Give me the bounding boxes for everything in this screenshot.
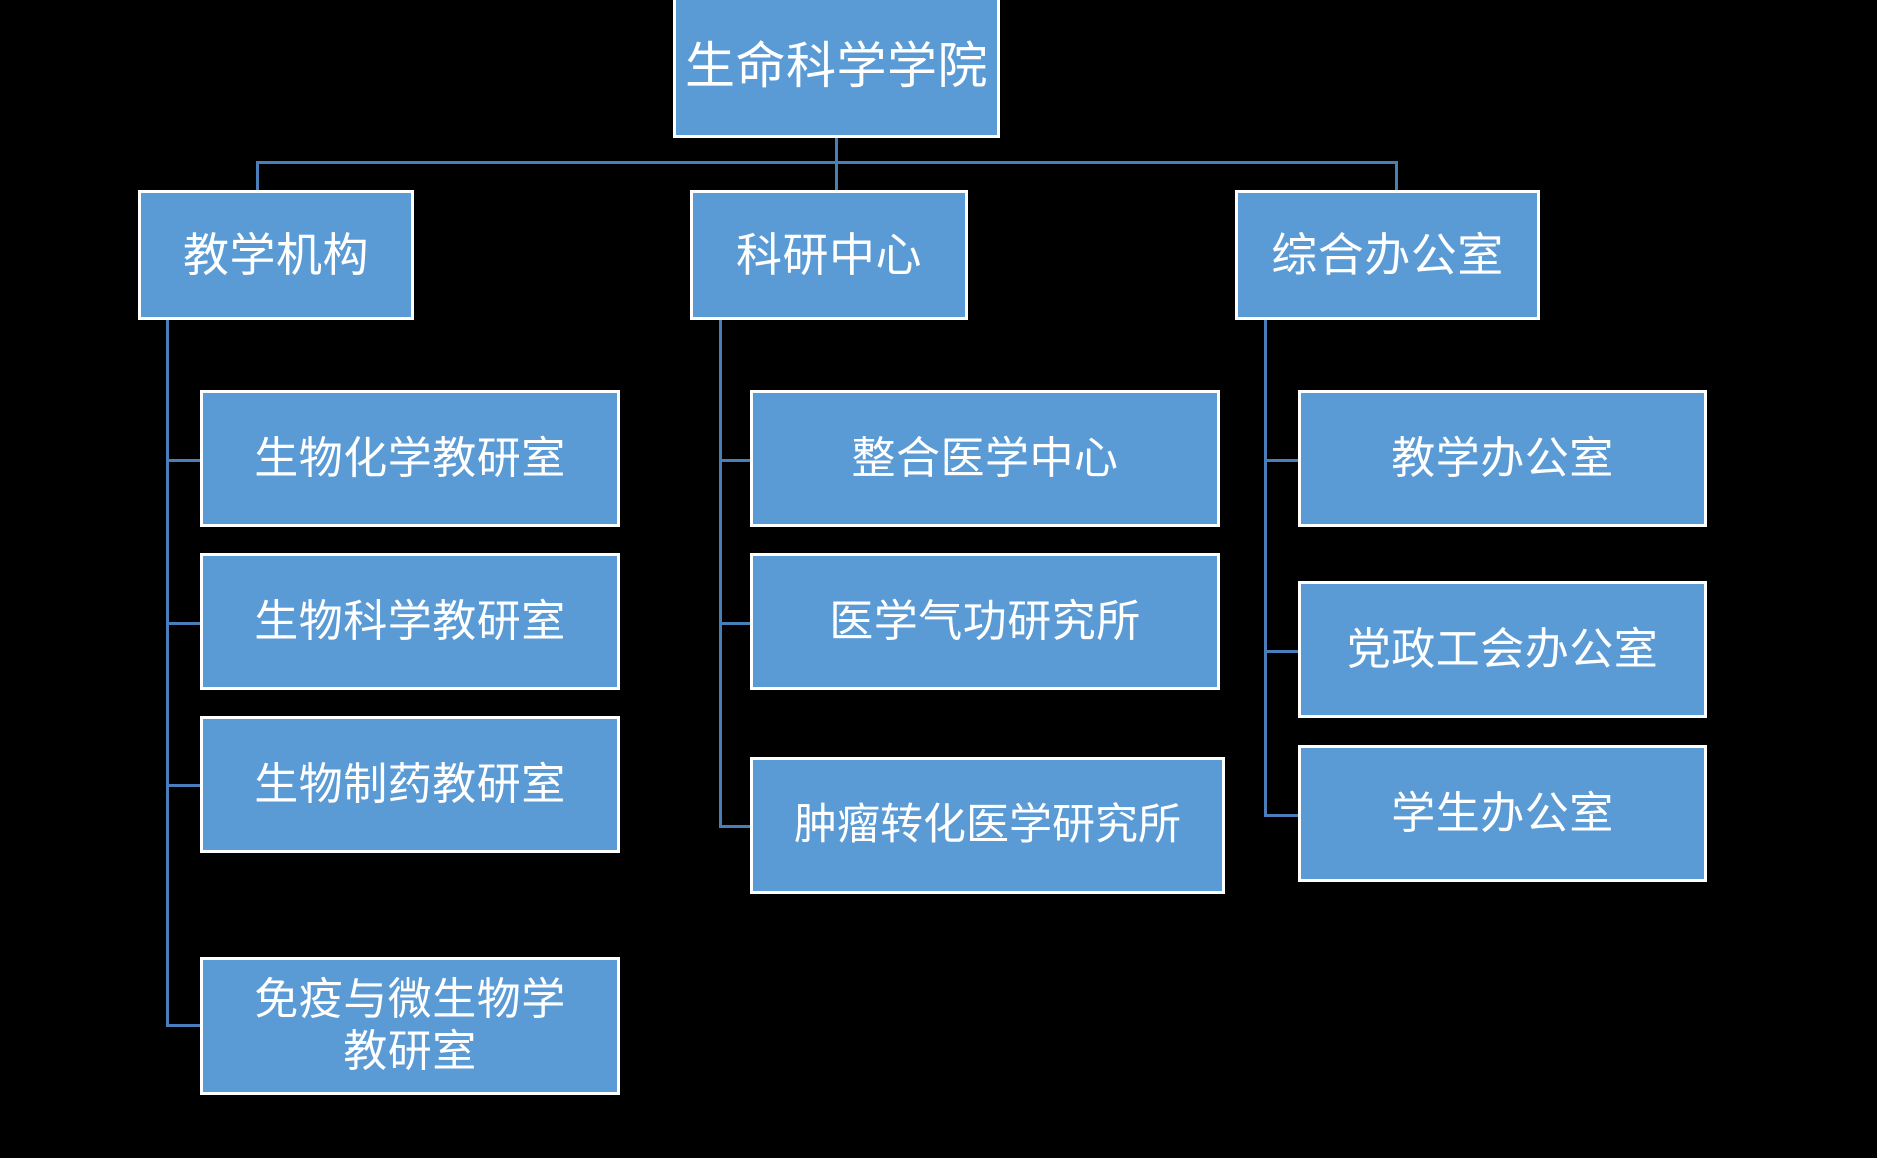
connector-drop-branch-1 [256, 161, 259, 190]
connector-drop-branch-3 [1395, 161, 1398, 190]
connector-trunk-branch-1 [166, 320, 169, 1027]
node-branch-2[interactable]: 科研中心 [690, 190, 968, 320]
connector-root-bar [256, 161, 1398, 164]
node-root[interactable]: 生命科学学院 [673, 0, 1000, 138]
connector-stub-2-2 [719, 622, 752, 625]
node-branch-3-child-1[interactable]: 教学办公室 [1298, 390, 1707, 527]
connector-trunk-branch-3 [1264, 320, 1267, 817]
connector-trunk-branch-2 [719, 320, 722, 828]
node-branch-1-child-1[interactable]: 生物化学教研室 [200, 390, 620, 527]
connector-stub-1-4 [166, 1024, 202, 1027]
node-branch-3[interactable]: 综合办公室 [1235, 190, 1540, 320]
connector-stub-3-2 [1264, 650, 1300, 653]
node-branch-1-child-2[interactable]: 生物科学教研室 [200, 553, 620, 690]
connector-stub-2-3 [719, 825, 752, 828]
node-branch-3-child-3[interactable]: 学生办公室 [1298, 745, 1707, 882]
connector-stub-1-3 [166, 784, 202, 787]
connector-stub-2-1 [719, 459, 752, 462]
connector-drop-branch-2 [835, 161, 838, 190]
node-branch-1[interactable]: 教学机构 [138, 190, 414, 320]
node-branch-2-child-2[interactable]: 医学气功研究所 [750, 553, 1220, 690]
connector-stub-1-1 [166, 459, 202, 462]
connector-stub-3-1 [1264, 459, 1300, 462]
node-branch-2-child-3[interactable]: 肿瘤转化医学研究所 [750, 757, 1225, 894]
connector-stub-1-2 [166, 622, 202, 625]
node-branch-1-child-4[interactable]: 免疫与微生物学 教研室 [200, 957, 620, 1095]
node-branch-3-child-2[interactable]: 党政工会办公室 [1298, 581, 1707, 718]
connector-root-stem [835, 138, 838, 164]
node-branch-2-child-1[interactable]: 整合医学中心 [750, 390, 1220, 527]
connector-stub-3-3 [1264, 814, 1300, 817]
node-branch-1-child-3[interactable]: 生物制药教研室 [200, 716, 620, 853]
